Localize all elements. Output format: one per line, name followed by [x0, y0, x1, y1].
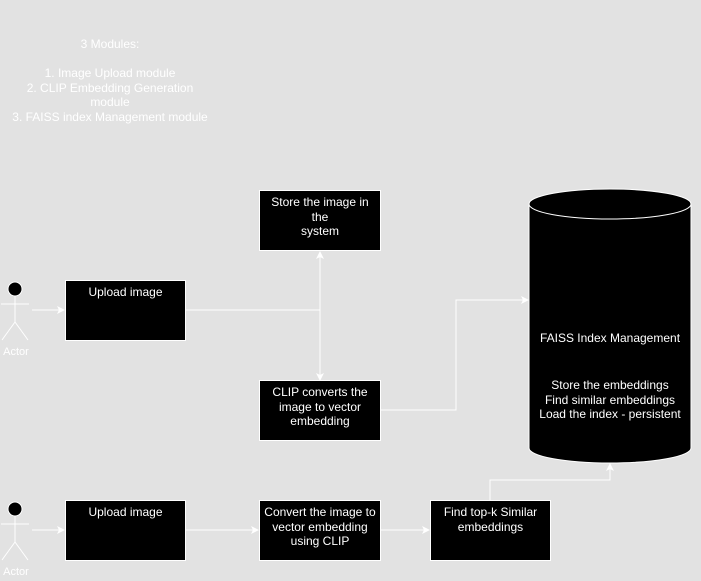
modules-note-item: 3. FAISS index Management module [12, 109, 208, 124]
box-label-line: using CLIP [290, 534, 350, 548]
box-label-line: embeddings [457, 519, 524, 534]
box-label-line: Convert the image to [264, 505, 376, 519]
actor-bottom[interactable]: Actor [0, 500, 32, 580]
faiss-line: Load the index - persistent [539, 407, 681, 421]
faiss-description: Store the embeddings Find similar embedd… [528, 378, 692, 422]
box-label-line: Store the image in the [271, 195, 369, 224]
convert-image-box[interactable]: Convert the image to vector embedding us… [259, 500, 381, 561]
actor-label: Actor [3, 566, 29, 578]
database-cylinder-icon [528, 188, 692, 464]
store-image-box[interactable]: Store the image in the system [259, 190, 381, 251]
box-label-line: Find top-k Similar [443, 505, 538, 519]
find-topk-box[interactable]: Find top-k Similar embeddings [430, 500, 551, 561]
faiss-line: Find similar embeddings [544, 392, 676, 407]
actor-figure-icon [1, 281, 29, 341]
modules-note-item: module [90, 95, 130, 109]
edge-clip-to-faiss [381, 296, 529, 411]
box-label-line: system [300, 224, 339, 238]
box-label-line: embedding [290, 414, 350, 428]
box-label: Upload image [88, 505, 163, 519]
upload-image-box-top[interactable]: Upload image [65, 280, 186, 341]
modules-note-heading: 3 Modules: [80, 37, 140, 51]
modules-note-item: 2. CLIP Embedding Generation [26, 80, 194, 95]
faiss-line: Store the embeddings [551, 378, 669, 392]
box-label-line: CLIP converts the [272, 385, 368, 399]
edge-topk-to-faiss [489, 463, 614, 500]
clip-convert-box[interactable]: CLIP converts the image to vector embedd… [259, 380, 381, 441]
modules-note-item: 1. Image Upload module [44, 66, 176, 80]
box-label-line: vector embedding [272, 519, 368, 534]
upload-image-box-bottom[interactable]: Upload image [65, 500, 186, 561]
actor-label: Actor [3, 346, 29, 358]
modules-note: 3 Modules: 1. Image Upload module 2. CLI… [0, 37, 220, 124]
actor-top[interactable]: Actor [0, 280, 32, 360]
actor-figure-icon [1, 501, 29, 561]
box-label: Upload image [88, 285, 163, 299]
box-label-line: image to vector [278, 399, 362, 414]
faiss-title: FAISS Index Management [539, 331, 681, 345]
faiss-index-cylinder[interactable]: FAISS Index Management Store the embeddi… [528, 188, 692, 464]
